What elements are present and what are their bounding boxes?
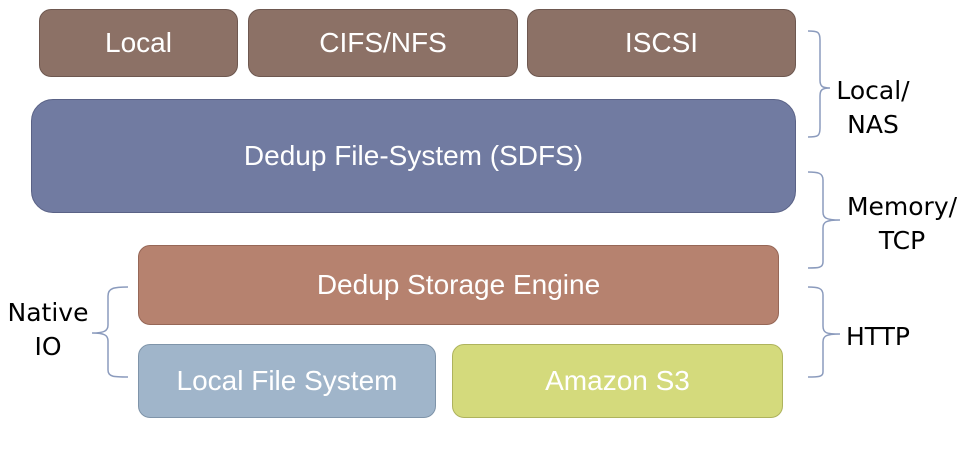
local-file-system-box: Local File System	[138, 344, 436, 418]
bracket-local-nas	[807, 30, 831, 138]
memory-tcp-label: Memory/ TCP	[846, 192, 958, 255]
iscsi-label: ISCSI	[624, 27, 699, 58]
dedup-storage-engine-label: Dedup Storage Engine	[316, 269, 601, 300]
local-box: Local	[39, 9, 238, 77]
bracket-memory-tcp	[807, 171, 841, 269]
local-label: Local	[105, 27, 172, 58]
cifs-nfs-label: CIFS/NFS	[319, 27, 447, 58]
cifs-nfs-box: CIFS/NFS	[248, 9, 518, 77]
dedup-filesystem-label: Dedup File-System (SDFS)	[243, 140, 584, 171]
amazon-s3-label: Amazon S3	[545, 365, 690, 396]
bracket-http	[807, 286, 841, 378]
local-file-system-label: Local File System	[176, 365, 398, 396]
http-label: HTTP	[846, 322, 910, 351]
local-nas-label: Local/ NAS	[836, 76, 910, 139]
dedup-storage-engine-box: Dedup Storage Engine	[138, 245, 779, 325]
amazon-s3-box: Amazon S3	[452, 344, 783, 418]
native-io-label: Native IO	[7, 298, 89, 361]
dedup-filesystem-box: Dedup File-System (SDFS)	[31, 99, 796, 213]
bracket-native-io	[91, 286, 129, 378]
iscsi-box: ISCSI	[527, 9, 796, 77]
